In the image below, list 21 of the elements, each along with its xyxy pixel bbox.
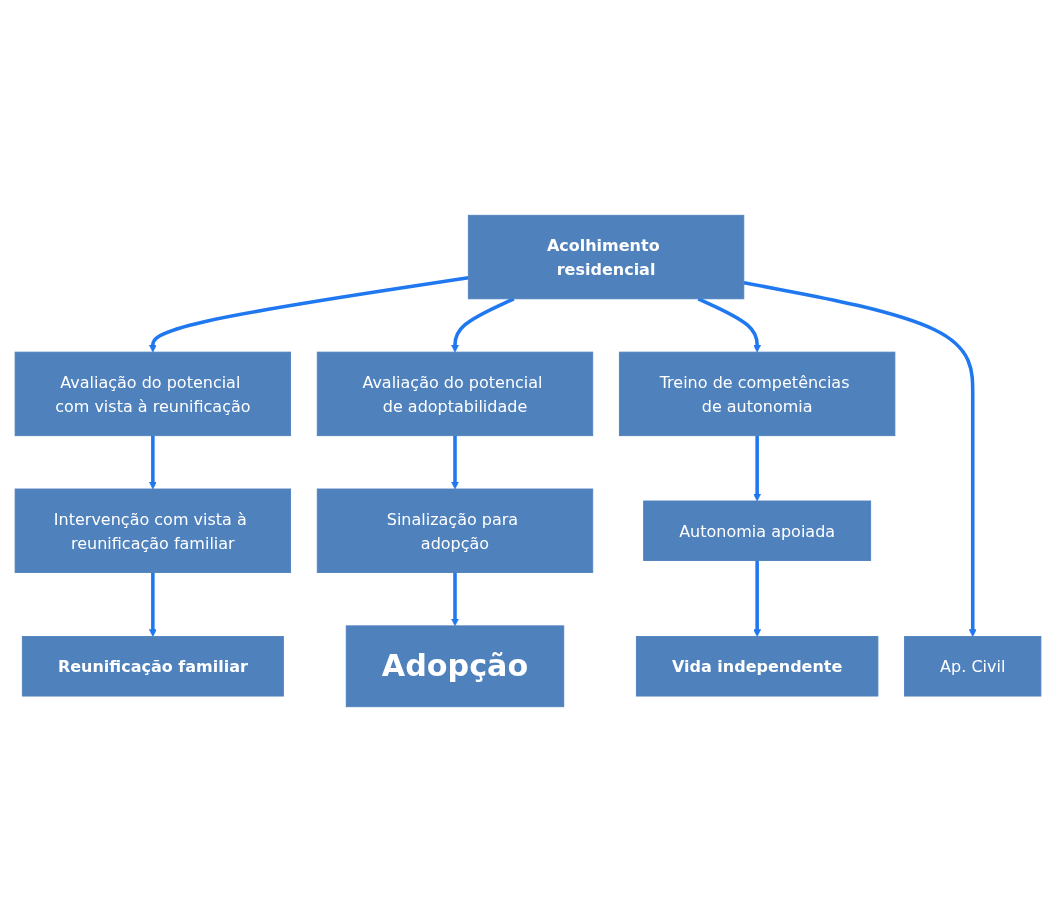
node-box: Treino de competências de autonomia bbox=[618, 351, 896, 437]
node-box: Avaliação do potencial com vista à reunificação bbox=[14, 351, 292, 437]
arrow bbox=[148, 572, 157, 637]
arrow bbox=[148, 276, 469, 353]
node-box: Sinalização para adopção bbox=[316, 488, 594, 573]
node-box: Ap. Civil bbox=[904, 636, 1042, 697]
node-box: Avaliação do potencial de adoptabilidade bbox=[316, 351, 594, 437]
arrow bbox=[743, 281, 977, 637]
arrow bbox=[753, 435, 762, 502]
arrow bbox=[451, 572, 459, 627]
node-box: Acolhimento residencial bbox=[467, 214, 745, 300]
node-box: Autonomia apoiada bbox=[643, 500, 872, 561]
node-box: Reunificação familiar bbox=[21, 636, 284, 697]
arrow bbox=[753, 560, 762, 637]
arrow bbox=[697, 297, 762, 353]
arrow bbox=[451, 297, 515, 353]
node-box: Vida independente bbox=[635, 636, 879, 697]
node-box: Adopção bbox=[345, 625, 565, 708]
arrow bbox=[451, 435, 459, 490]
node-box: Intervenção com vista à reunificação familiar bbox=[14, 488, 292, 573]
arrow bbox=[148, 435, 157, 490]
